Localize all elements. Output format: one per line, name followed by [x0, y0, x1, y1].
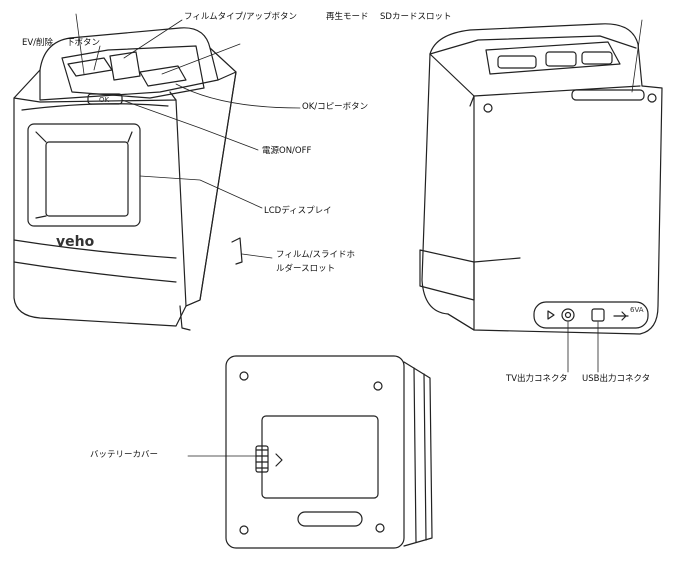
lcd-frame [27, 123, 141, 227]
sd-card-slot [571, 89, 645, 101]
back-view-device [419, 23, 663, 335]
label-holder-slot-1: フィルム/スライドホ [276, 250, 356, 260]
label-ev-delete: EV/削除 [22, 38, 54, 48]
ev-delete-button [67, 57, 113, 77]
battery-cover [261, 415, 379, 499]
back-screw-right [647, 93, 657, 103]
port-panel [533, 301, 649, 329]
label-sd-slot: SDカードスロット [380, 12, 452, 22]
bottom-screw-bl [239, 525, 249, 535]
label-lcd: LCDディスプレイ [264, 206, 332, 216]
label-tv-out: TV出力コネクタ [506, 374, 568, 384]
ok-copy-button [87, 93, 123, 105]
leader-sd [631, 19, 643, 93]
leader-playback [161, 43, 241, 75]
back-top-button-3 [581, 51, 613, 65]
label-down-button: 下ボタン [66, 38, 101, 48]
tv-out-port [561, 308, 575, 322]
battery-cover-latch [255, 445, 269, 473]
label-usb-out: USB出力コネクタ [582, 374, 651, 384]
label-battery-cover: バッテリーカバー [90, 450, 159, 460]
front-view-device [13, 27, 243, 331]
leader-ev [75, 13, 85, 75]
leader-lines [75, 13, 643, 457]
port-panel-mark: 6VA [630, 306, 644, 314]
label-ok-copy: OK/コピーボタン [302, 102, 369, 112]
label-power: 電源ON/OFF [262, 146, 312, 156]
ok-button-mark: OK [99, 96, 110, 104]
back-top-button-2 [545, 51, 577, 67]
bottom-screw-br [375, 523, 385, 533]
label-playback-mode: 再生モード [326, 12, 369, 22]
film-type-button [109, 51, 141, 81]
bottom-screw-tr [373, 381, 383, 391]
playback-button [139, 65, 187, 87]
leader-ok [175, 83, 301, 109]
label-film-type-up: フィルムタイプ/アップボタン [184, 12, 298, 22]
leader-slot [241, 253, 273, 259]
label-holder-slot-2: ルダースロット [276, 264, 336, 274]
back-top-button-1 [497, 55, 537, 69]
bottom-screw-tl [239, 371, 249, 381]
leader-power [121, 99, 259, 151]
device-brand-logo: veho [56, 234, 95, 250]
usb-out-port [591, 308, 605, 322]
bottom-side-depth [403, 361, 433, 547]
back-side-face [429, 53, 475, 331]
front-side-edge [175, 99, 187, 307]
leader-down [93, 45, 101, 71]
bottom-view-device [225, 355, 433, 549]
front-side-face [185, 71, 237, 307]
bottom-label-plate [297, 511, 363, 527]
back-screw-left [483, 103, 493, 113]
back-top-panel [429, 23, 643, 87]
back-body-outline [421, 53, 663, 335]
leader-lcd [139, 175, 263, 209]
leader-film-type [123, 19, 183, 59]
bottom-plate [225, 355, 405, 549]
front-holder-slot [231, 237, 243, 265]
lcd-screen [45, 141, 129, 217]
